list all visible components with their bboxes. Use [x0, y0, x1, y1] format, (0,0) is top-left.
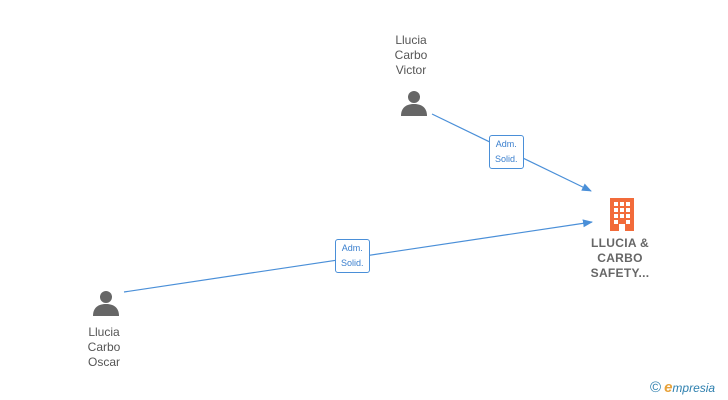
- node-label-company[interactable]: LLUCIA & CARBO SAFETY...: [590, 236, 650, 280]
- copyright-icon: ©: [650, 379, 662, 396]
- person-icon[interactable]: [91, 288, 121, 318]
- edge-label-oscar-company: Adm. Solid.: [335, 239, 370, 273]
- empresia-logo: ©empresia: [650, 379, 716, 396]
- person-icon[interactable]: [399, 88, 429, 118]
- node-label-oscar: Llucia Carbo Oscar: [87, 325, 121, 369]
- edge-label-victor-company: Adm. Solid.: [489, 135, 524, 169]
- building-icon[interactable]: [606, 197, 638, 231]
- node-label-victor: Llucia Carbo Victor: [394, 33, 428, 77]
